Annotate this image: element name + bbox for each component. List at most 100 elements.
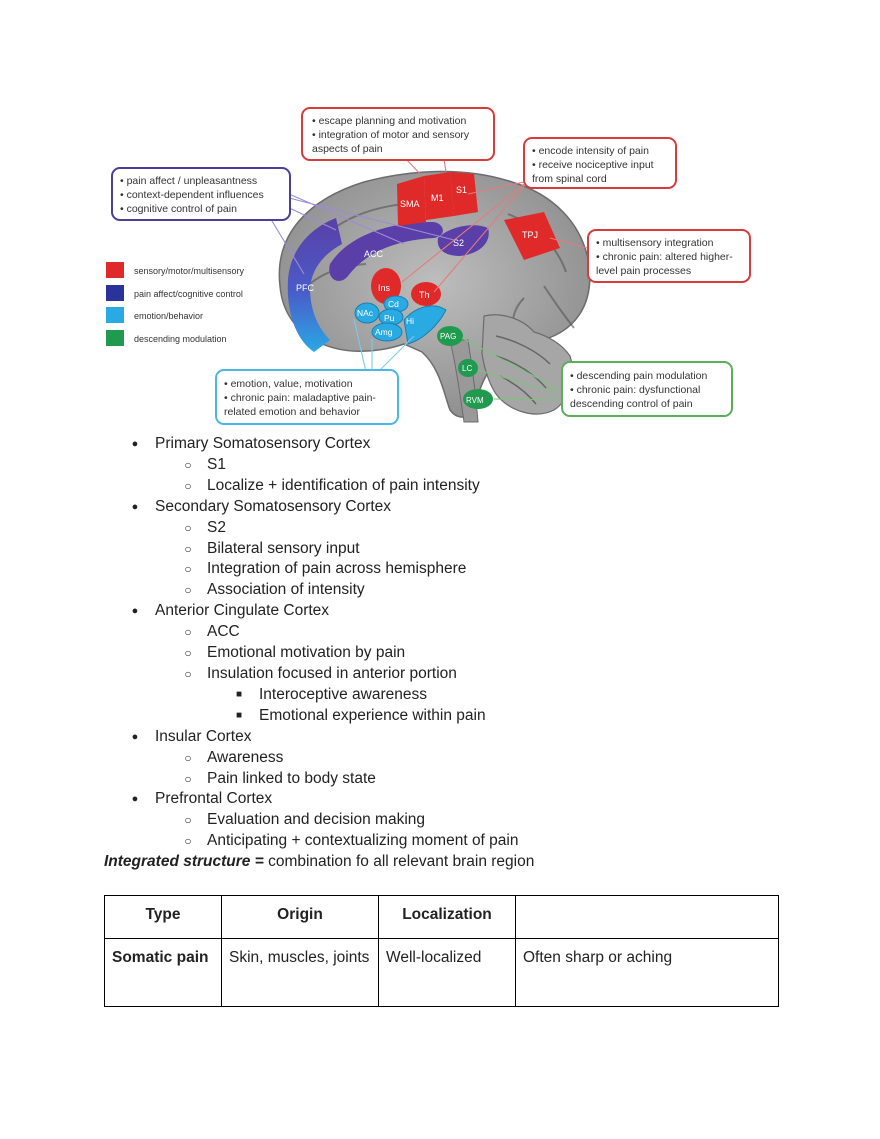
outline-item: ○Awareness: [104, 748, 784, 769]
pain-type-table: Type Origin Localization Somatic pain Sk…: [104, 895, 779, 1007]
outline-item: ○ Bilateral sensory input: [104, 539, 784, 560]
outline-item: ○Emotional motivation by pain: [104, 643, 784, 664]
bullet-hollow-circle: ○: [184, 666, 192, 681]
region-m1: M1: [424, 172, 454, 220]
integrated-structure-line: Integrated structure = combination fo al…: [104, 853, 534, 871]
svg-text:• escape planning and motivati: • escape planning and motivation • integ…: [312, 115, 472, 155]
outline-text: Primary Somatosensory Cortex: [155, 435, 371, 452]
callout-bottom-right-line-3: descending control of pain: [570, 398, 693, 410]
outline-text: S2: [207, 518, 226, 536]
brain-pain-figure: PFC ACC SMA M1 S1 S2 TPJ Ins Th Cd Pu: [106, 107, 751, 425]
region-th: Th: [411, 282, 441, 306]
bullet-filled-square: ■: [235, 709, 243, 721]
outline-text: Insulation focused in anterior portion: [207, 664, 457, 682]
outline-item: ○Integration of pain across hemisphere: [104, 559, 784, 580]
callout-bottom-center: • emotion, value, motivation • chronic p…: [215, 369, 399, 425]
region-rvm: RVM: [463, 389, 493, 409]
outline-item: ■Interoceptive awareness: [104, 685, 784, 706]
outline-text: Interoceptive awareness: [259, 685, 428, 703]
region-lc: LC: [458, 359, 478, 377]
region-s1: S1: [450, 172, 478, 216]
outline-text: Localize + identification of pain intens…: [207, 476, 480, 494]
callout-bottom-right-line-2: • chronic pain: dysfunctional: [570, 384, 700, 396]
callout-right-mid-line-3: level pain processes: [596, 265, 691, 277]
label-m1: M1: [431, 193, 444, 203]
bullet-filled-circle: ●: [131, 438, 139, 450]
legend-swatch-descending: [106, 330, 124, 346]
label-rvm: RVM: [466, 396, 484, 405]
label-pu: Pu: [384, 313, 395, 323]
bullet-hollow-circle: ○: [184, 478, 192, 493]
callout-top: • escape planning and motivation • integ…: [301, 107, 495, 161]
callout-right-top-line-1: • encode intensity of pain: [532, 145, 649, 157]
outline-item: ●Secondary Somatosensory Cortex: [104, 497, 784, 518]
bullet-hollow-circle: ○: [184, 771, 192, 786]
table-row: Somatic pain Skin, muscles, joints Well-…: [104, 938, 779, 1007]
region-pag: PAG: [437, 326, 463, 346]
outline-text: Emotional experience within pain: [259, 706, 486, 724]
outline-text: Prefrontal Cortex: [155, 790, 273, 808]
outline-text: Anterior Cingulate Cortex: [155, 602, 330, 620]
outline-list: ●Primary Somatosensory Cortex ○S1 ○Local…: [104, 434, 784, 852]
bullet-hollow-circle: ○: [184, 541, 192, 556]
legend-label-descending: descending modulation: [134, 334, 227, 344]
region-s2: S2: [437, 225, 489, 256]
label-amg: Amg: [375, 327, 393, 337]
cell-localization: Well-localized: [378, 938, 516, 1007]
region-pu: Pu: [378, 308, 404, 326]
outline-text: Pain linked to body state: [207, 769, 376, 787]
label-s1: S1: [456, 185, 467, 195]
callout-left-line-2: • context-dependent influences: [120, 189, 264, 201]
header-empty: [515, 895, 779, 939]
callout-bottom-center-line-1: • emotion, value, motivation: [224, 378, 353, 390]
svg-text:• multisensory integration: • multisensory integration • chronic pai…: [596, 237, 736, 277]
outline-item: ○ Localize + identification of pain inten…: [104, 476, 784, 497]
label-lc: LC: [462, 364, 472, 373]
outline-text: Evaluation and decision making: [207, 811, 425, 829]
region-hi: Hi: [403, 305, 447, 345]
callout-left: • pain affect / unpleasantness • context…: [111, 167, 291, 221]
outline-text: S1: [207, 455, 226, 473]
outline-item: ○ Evaluation and decision making: [104, 810, 784, 831]
region-acc: ACC: [329, 222, 443, 281]
outline-text: Integration of pain across hemisphere: [207, 560, 467, 578]
bullet-hollow-circle: ○: [184, 520, 192, 535]
outline-item: ○S1: [104, 455, 784, 476]
label-hi: Hi: [406, 316, 414, 326]
outline-item: ○ACC: [104, 622, 784, 643]
legend-label-affect: pain affect/cognitive control: [134, 289, 243, 299]
callout-bottom-right-line-1: • descending pain modulation: [570, 370, 708, 382]
region-pfc: PFC: [287, 218, 342, 352]
outline-text: Association of intensity: [207, 581, 365, 599]
callout-right-mid-line-1: • multisensory integration: [596, 237, 714, 249]
cell-type: Somatic pain: [104, 938, 222, 1007]
label-cd: Cd: [388, 299, 399, 309]
bullet-filled-circle: ●: [131, 793, 139, 806]
callout-top-line-3: aspects of pain: [312, 143, 383, 155]
legend-swatch-emotion: [106, 307, 124, 323]
outline-text: Insular Cortex: [155, 727, 252, 745]
callout-bottom-center-line-2: • chronic pain: maladaptive pain-: [224, 392, 376, 404]
region-nac: NAc: [354, 302, 380, 324]
callout-right-top-line-2: • receive nociceptive input: [532, 159, 654, 171]
outline-item: ■ Emotional experience within pain: [104, 706, 784, 727]
bullet-hollow-circle: ○: [184, 813, 192, 828]
outline-text: Bilateral sensory input: [207, 539, 360, 557]
legend-label-emotion: emotion/behavior: [134, 311, 203, 321]
integrated-term: Integrated structure =: [104, 853, 264, 870]
callout-bottom-center-line-3: related emotion and behavior: [224, 406, 361, 418]
region-ins: Ins: [371, 268, 401, 304]
outline-text: Emotional motivation by pain: [207, 644, 406, 662]
outline-item: ○Association of intensity: [104, 580, 784, 601]
cell-description: Often sharp or aching: [515, 938, 779, 1007]
outline-text: Anticipating + contextualizing moment of…: [207, 832, 519, 850]
callout-right-mid: • multisensory integration • chronic pai…: [587, 229, 751, 283]
label-sma: SMA: [400, 199, 420, 209]
region-amg: Amg: [371, 322, 403, 342]
header-type: Type: [104, 895, 222, 939]
svg-text:• encode intensity of pain: • encode intensity of pain • receive noc…: [532, 145, 657, 185]
callout-bottom-right: • descending pain modulation • chronic p…: [561, 361, 733, 417]
legend-label-sensory: sensory/motor/multisensory: [134, 266, 245, 276]
callout-top-line-1: • escape planning and motivation: [312, 115, 466, 127]
cell-origin: Skin, muscles, joints: [221, 938, 379, 1007]
